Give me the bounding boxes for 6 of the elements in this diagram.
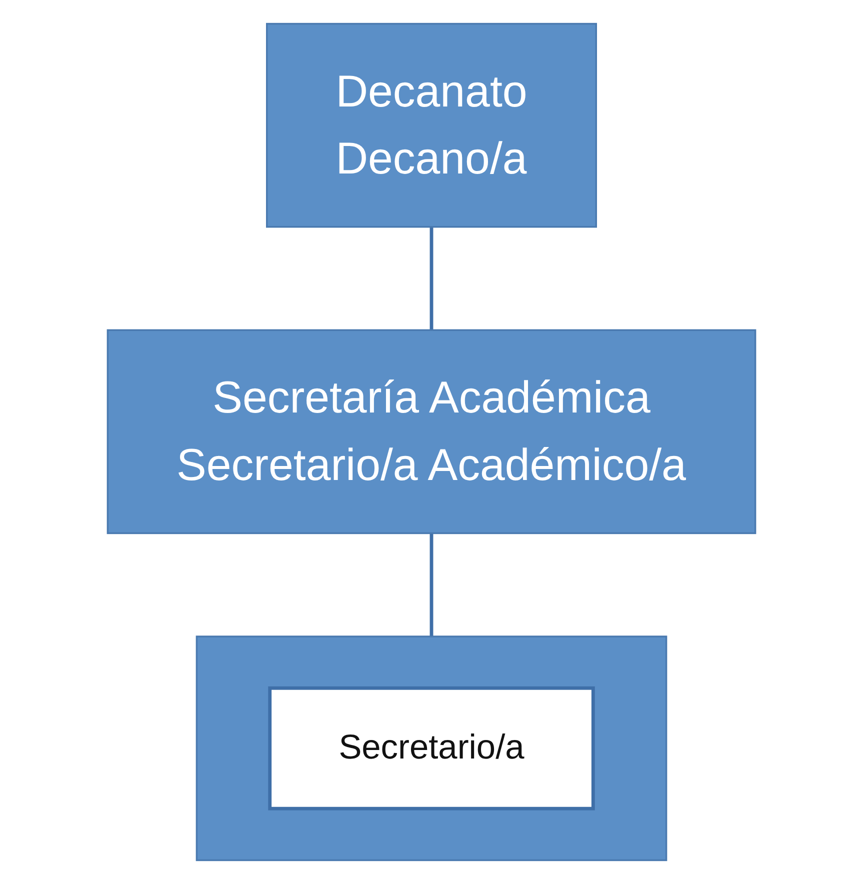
node-box: Secretaría Académica Secretario/a Académico/a [106, 329, 756, 534]
connector [430, 226, 434, 330]
connector [430, 533, 434, 636]
node-box: Secretario/a [268, 686, 595, 810]
cluster [196, 636, 668, 862]
node-box: Decanato Decano/a [266, 22, 597, 228]
